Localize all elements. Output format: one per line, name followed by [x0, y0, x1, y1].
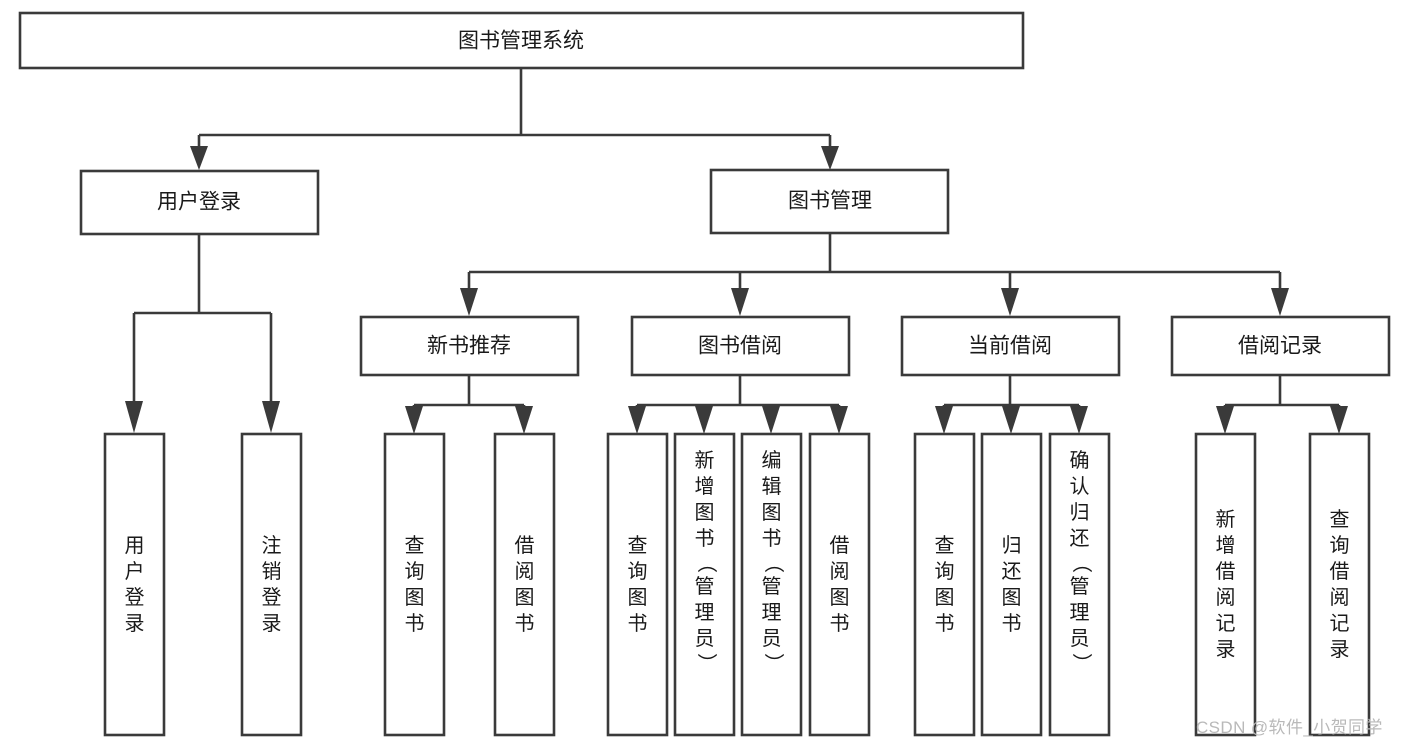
- leaf-box-query-record[interactable]: [1308, 432, 1371, 737]
- box-user-login-rect[interactable]: [79, 169, 320, 236]
- leaf-box-add-record[interactable]: [1194, 432, 1257, 737]
- leaf-boxes: [103, 432, 1371, 737]
- arrowhead-leaf-return-book: [1002, 406, 1020, 434]
- leaf-box-user-login[interactable]: [103, 432, 166, 737]
- box-new-book-recommend-label: 新书推荐: [427, 335, 511, 358]
- box-new-book-recommend[interactable]: 新书推荐: [359, 315, 580, 377]
- box-new-book-recommend-rect[interactable]: [359, 315, 580, 377]
- arrowhead-leaf-logout-login: [262, 401, 280, 433]
- leaf-box-return-book[interactable]: [980, 432, 1043, 737]
- box-book-management[interactable]: 图书管理: [709, 168, 950, 235]
- box-current-borrow-label: 当前借阅: [968, 335, 1052, 358]
- box-borrow-record[interactable]: 借阅记录: [1170, 315, 1391, 377]
- arrowhead-user-login: [190, 146, 208, 170]
- leaf-box-borrow-book-2[interactable]: [808, 432, 871, 737]
- arrowhead-leaf-add-book: [695, 406, 713, 434]
- connectors-current-borrow-to-leaves: [935, 375, 1088, 434]
- arrowhead-borrow-record: [1271, 288, 1289, 316]
- arrowhead-leaf-add-record: [1216, 406, 1234, 434]
- arrowhead-leaf-query-book-1: [405, 406, 423, 434]
- csdn-watermark: CSDN @软件_小贺同学: [1196, 718, 1383, 737]
- arrowhead-leaf-user-login: [125, 401, 143, 433]
- leaf-box-edit-book[interactable]: [740, 432, 803, 737]
- leaf-box-query-book-3[interactable]: [913, 432, 976, 737]
- box-book-borrow-rect[interactable]: [630, 315, 851, 377]
- box-title[interactable]: 图书管理系统: [18, 11, 1025, 70]
- box-borrow-record-label: 借阅记录: [1238, 335, 1322, 358]
- leaf-box-query-book-1[interactable]: [383, 432, 446, 737]
- connectors-root-to-level2: [190, 68, 839, 170]
- box-book-borrow-label: 图书借阅: [698, 335, 782, 358]
- leaf-box-confirm-return[interactable]: [1048, 432, 1111, 737]
- box-current-borrow[interactable]: 当前借阅: [900, 315, 1121, 377]
- leaf-box-borrow-book-1[interactable]: [493, 432, 556, 737]
- arrowhead-leaf-borrow-book-1: [515, 406, 533, 434]
- box-book-borrow[interactable]: 图书借阅: [630, 315, 851, 377]
- arrowhead-leaf-query-book-2: [628, 406, 646, 434]
- connectors-new-book-recommend-to-leaves: [405, 375, 533, 434]
- arrowhead-leaf-confirm-return: [1070, 406, 1088, 434]
- connectors-book-management-to-level3: [460, 233, 1289, 316]
- connectors-book-borrow-to-leaves: [628, 375, 848, 434]
- box-user-login[interactable]: 用户登录: [79, 169, 320, 236]
- arrowhead-leaf-edit-book: [762, 406, 780, 434]
- box-title-rect[interactable]: [18, 11, 1025, 70]
- box-borrow-record-rect[interactable]: [1170, 315, 1391, 377]
- box-current-borrow-rect[interactable]: [900, 315, 1121, 377]
- box-title-label: 图书管理系统: [458, 30, 584, 53]
- arrowhead-leaf-query-book-3: [935, 406, 953, 434]
- leaf-box-add-book[interactable]: [673, 432, 736, 737]
- leaf-box-query-book-2[interactable]: [606, 432, 669, 737]
- connectors-borrow-record-to-leaves: [1216, 375, 1348, 434]
- arrowhead-leaf-query-record: [1330, 406, 1348, 434]
- arrowhead-book-borrow: [731, 288, 749, 316]
- connectors-user-login-to-leaves: [125, 234, 280, 433]
- arrowhead-new-book-recommend: [460, 288, 478, 316]
- box-book-management-label: 图书管理: [788, 190, 872, 213]
- arrowhead-current-borrow: [1001, 288, 1019, 316]
- box-book-management-rect[interactable]: [709, 168, 950, 235]
- arrowhead-leaf-borrow-book-2: [830, 406, 848, 434]
- arrowhead-book-management: [821, 146, 839, 170]
- leaf-box-logout-login[interactable]: [240, 432, 303, 737]
- box-user-login-label: 用户登录: [157, 191, 241, 214]
